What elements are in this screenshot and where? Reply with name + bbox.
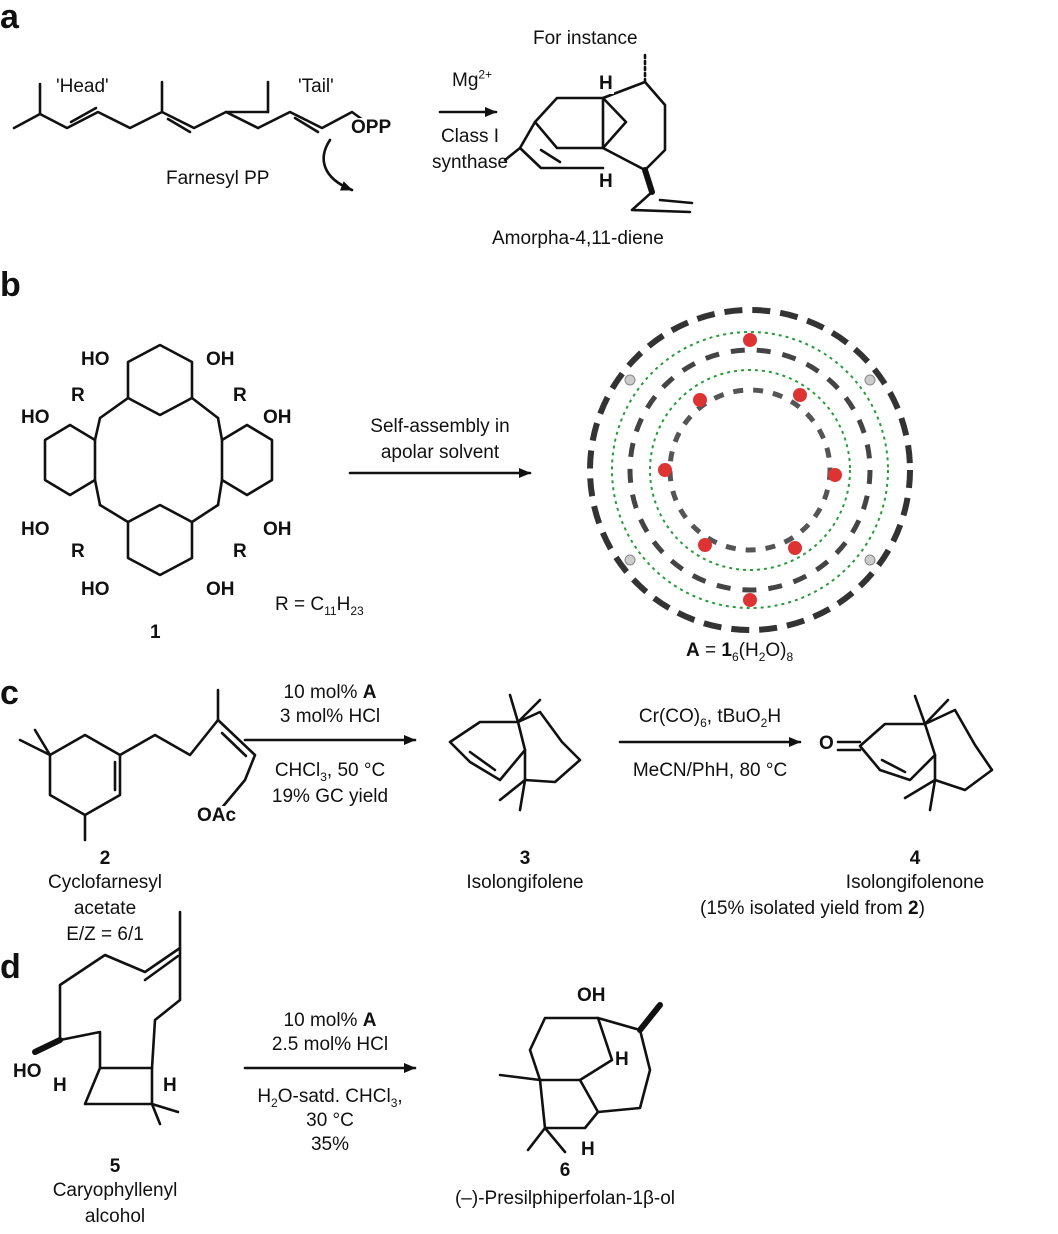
oh-label-4: OH: [205, 579, 236, 600]
r-label-2: R: [232, 385, 248, 406]
h-left-label: H: [52, 1075, 68, 1096]
presilphiperfolanol-structure: [498, 1002, 663, 1154]
r-label-3: R: [70, 541, 86, 562]
substrate-name: Farnesyl PP: [166, 168, 270, 189]
ho-label-4: HO: [80, 579, 111, 600]
compound-2-name-1: Cyclofarnesyl: [47, 872, 163, 893]
cond1-solvent: CHCl3, 50 °C: [274, 760, 386, 784]
compound-2-name-2: acetate: [73, 898, 137, 919]
compound-4-number: 4: [909, 848, 921, 869]
self-assembly-label-1: Self-assembly in: [370, 416, 510, 437]
cond-d-solvent: H2O-satd. CHCl3,: [257, 1086, 403, 1110]
head-label: 'Head': [56, 76, 109, 97]
self-assembly-label-2: apolar solvent: [380, 442, 500, 463]
cond2-solvent: MeCN/PhH, 80 °C: [632, 760, 788, 781]
oh-label-1: OH: [205, 349, 236, 370]
h-mid-label: H: [614, 1049, 630, 1070]
cond1-yield: 19% GC yield: [271, 786, 389, 807]
h-right-label: H: [162, 1075, 178, 1096]
r-label-4: R: [232, 541, 248, 562]
ho-label-3: HO: [20, 519, 51, 540]
isolongifolene-structure: [448, 693, 582, 812]
compound-1-number: 1: [150, 622, 161, 643]
amorphadiene-structure: [503, 53, 694, 214]
ketone-o-label: O: [818, 733, 835, 754]
oac-label: OAc: [196, 805, 238, 826]
panel-label-d: d: [0, 948, 21, 986]
oh-label-2: OH: [262, 407, 293, 428]
cond-d-acid: 2.5 mol% HCl: [271, 1034, 389, 1055]
compound-6-number: 6: [559, 1160, 571, 1181]
for-instance-label: For instance: [533, 28, 638, 49]
cond-d-catalyst: 10 mol% A: [283, 1010, 377, 1031]
product-name: Amorpha-4,11-diene: [492, 228, 664, 249]
r-label-1: R: [70, 385, 86, 406]
compound-6-name: (–)-Presilphiperfolan-1β-ol: [454, 1188, 675, 1209]
h-top-label: H: [598, 73, 614, 94]
reagent-mg: Mg2+: [452, 67, 493, 91]
cond1-catalyst: 10 mol% A: [283, 682, 377, 703]
resorcinarene-structure: [43, 343, 274, 577]
panel-label-a: a: [0, 0, 19, 36]
reagent-synthase-1: Class I: [440, 126, 500, 147]
compound-3-number: 3: [519, 848, 531, 869]
isolongifolenone-structure: [836, 694, 994, 812]
compound-5-name-2: alcohol: [84, 1206, 146, 1227]
h-bottom-label: H: [598, 171, 614, 192]
cond-d-temperature: 30 °C: [306, 1110, 354, 1131]
r-definition: R = C11H23: [275, 594, 364, 618]
cond-d-yield: 35%: [310, 1134, 350, 1155]
compound-3-name: Isolongifolene: [466, 872, 584, 893]
reagent-synthase-2: synthase: [431, 152, 509, 173]
farnesyl-pp-structure: [12, 80, 376, 192]
compound-5-number: 5: [109, 1156, 121, 1177]
oh-label-d: OH: [576, 985, 607, 1006]
compound-4-name: Isolongifolenone: [845, 872, 985, 893]
ho-label-2: HO: [20, 407, 51, 428]
compound-5-name-1: Caryophyllenyl: [52, 1180, 178, 1201]
opp-label: OPP: [350, 117, 393, 138]
compound-2-ez-ratio: E/Z = 6/1: [66, 924, 144, 945]
capsule-formula: A = 16(H2O)8: [686, 640, 794, 664]
panel-label-b: b: [0, 266, 21, 304]
h-low-label: H: [580, 1139, 596, 1160]
cyclofarnesyl-acetate-structure: [18, 688, 257, 842]
cond1-acid: 3 mol% HCl: [279, 706, 381, 727]
ho-label-d: HO: [12, 1061, 43, 1082]
cond2-reagents: Cr(CO)6, tBuO2H: [638, 706, 782, 730]
panel-label-c: c: [0, 674, 19, 712]
ho-label-1: HO: [80, 349, 111, 370]
compound-2-number: 2: [99, 848, 111, 869]
capsule-model: [587, 307, 913, 633]
compound-4-yield: (15% isolated yield from 2): [700, 898, 925, 919]
tail-label: 'Tail': [298, 76, 334, 97]
oh-label-3: OH: [262, 519, 293, 540]
caryophyllenyl-alcohol-structure: [32, 910, 182, 1126]
